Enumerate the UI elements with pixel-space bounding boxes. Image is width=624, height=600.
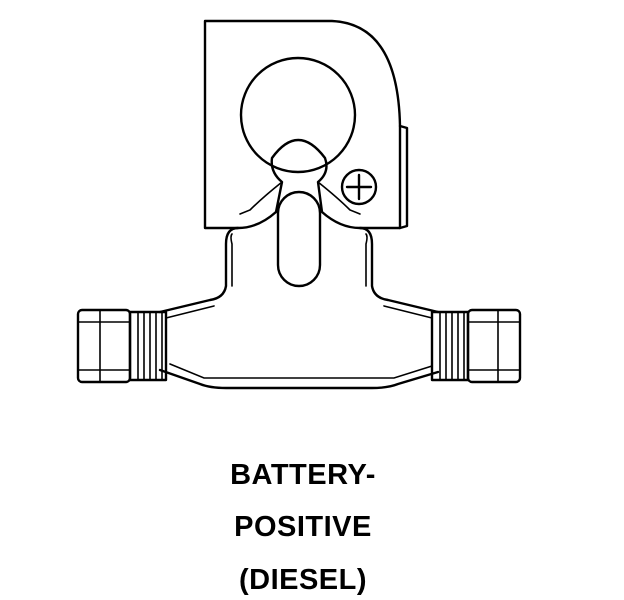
terminal-clamp [203,19,409,230]
caption-line-3: (DIESEL) [238,564,368,596]
caption-line-1: BATTERY- [230,459,376,491]
plus-in-circle-icon [340,168,378,206]
post-hole [239,56,357,174]
left-cable-end [76,308,168,384]
cable-body [158,226,440,390]
bolt-slot [276,190,322,288]
right-cable-end [430,308,522,384]
caption-line-2: POSITIVE [234,511,372,543]
